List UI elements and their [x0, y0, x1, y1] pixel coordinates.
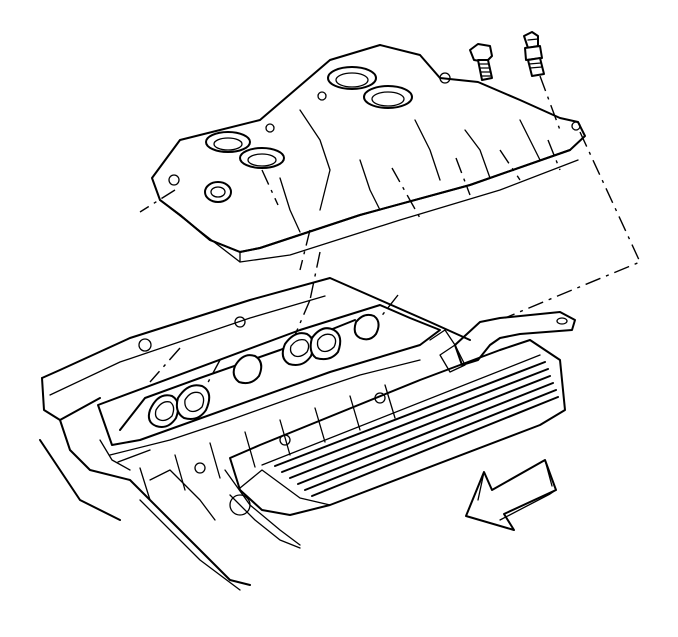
carburetor-port [205, 131, 251, 153]
alignment-lines [139, 75, 641, 389]
gasket-port [309, 327, 342, 361]
gasket-port [175, 384, 211, 420]
gasket-port [147, 394, 180, 428]
intake-manifold-gasket [97, 304, 441, 471]
valve-cover-ribs [274, 361, 559, 497]
gasket-port [281, 332, 315, 366]
valve-cover [224, 339, 566, 546]
engine-block [39, 277, 471, 591]
carburetor-port [239, 147, 285, 169]
gasket-port [232, 354, 263, 385]
carburetor-port [363, 85, 413, 109]
carburetor-port [327, 66, 377, 90]
front-of-vehicle-arrow [465, 459, 557, 531]
intake-manifold [151, 44, 586, 263]
bracket [429, 311, 576, 373]
manifold-bolt [469, 43, 493, 81]
gasket-port [353, 313, 380, 341]
manifold-stud [523, 31, 545, 77]
egr-tube-outlet [204, 181, 232, 203]
